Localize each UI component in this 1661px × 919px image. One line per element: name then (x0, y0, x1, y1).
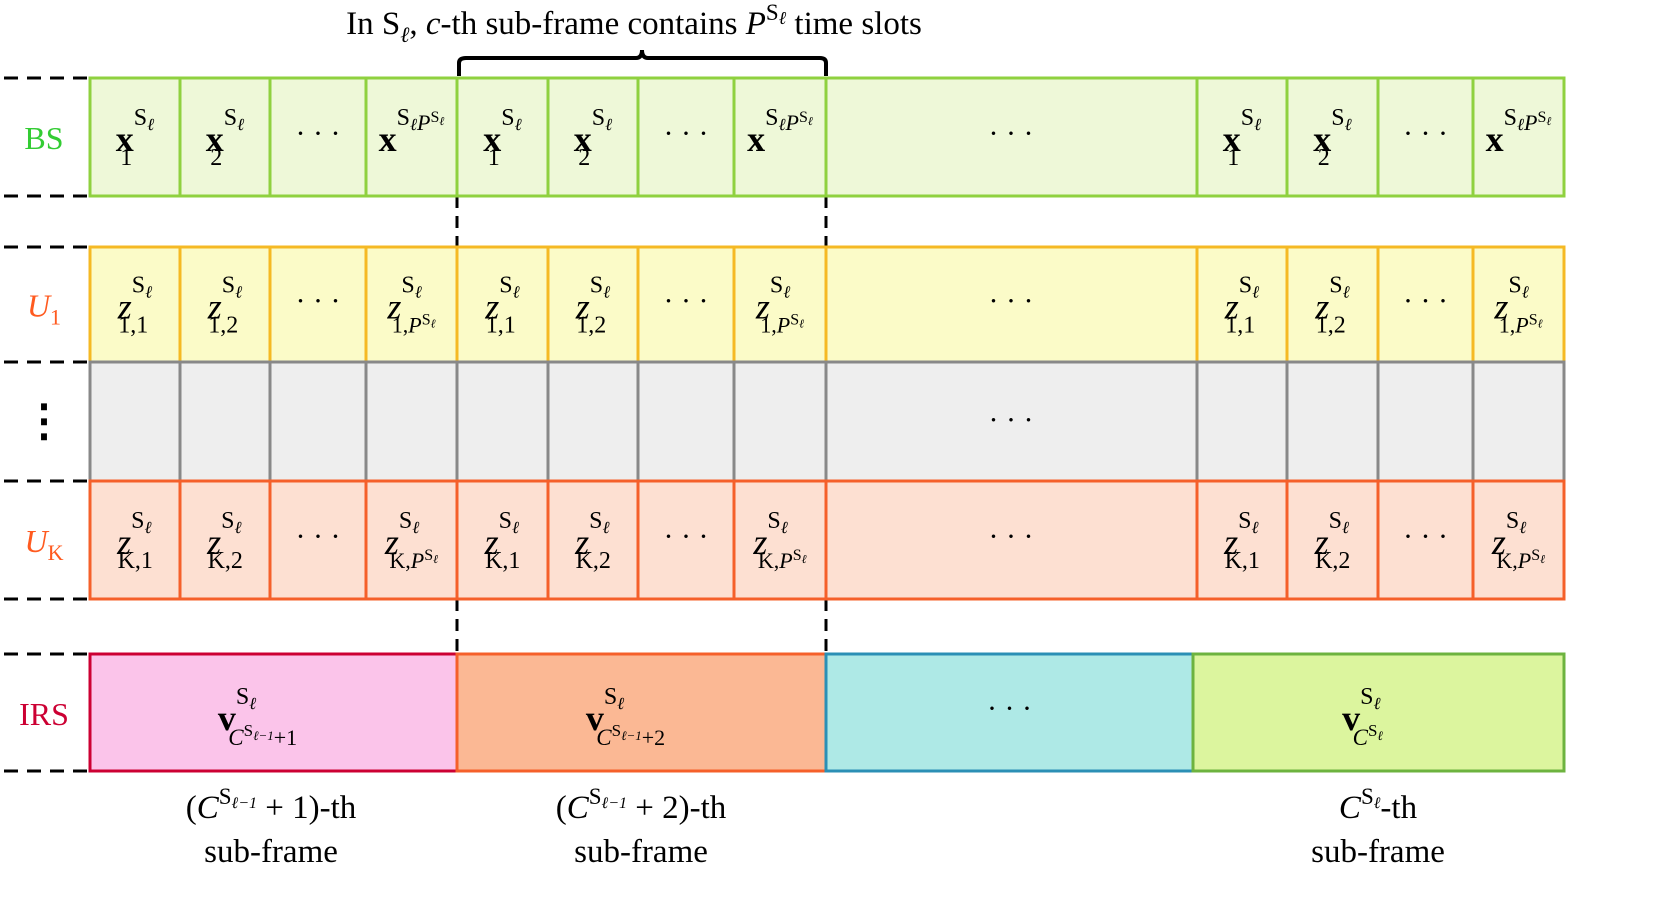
caption-2: (CSℓ−1 + 2)-th sub-frame (556, 784, 727, 870)
caption-1-line1: (CSℓ−1 + 1)-th (186, 784, 357, 826)
row-label-u1: U1 (27, 288, 61, 330)
row-dots-middle-ellipsis: · · · (989, 404, 1034, 437)
caption-3: CSℓ-th sub-frame (1311, 784, 1445, 870)
cell-u1-g3-3-ellipsis: · · · (1403, 285, 1448, 318)
caption-2-line1: (CSℓ−1 + 2)-th (556, 784, 727, 826)
caption-2-line2: sub-frame (574, 834, 708, 870)
cell-bs-g2-4: xSℓPSℓ (747, 105, 813, 159)
row-u1-middle-ellipsis: · · · (989, 285, 1034, 318)
caption-1-line2: sub-frame (204, 834, 338, 870)
cell-bs-g3-3-ellipsis: · · · (1403, 117, 1448, 150)
caption-1: (CSℓ−1 + 1)-th sub-frame (186, 784, 357, 870)
caption-3-line2: sub-frame (1311, 834, 1445, 870)
row-label-bs: BS (24, 120, 63, 156)
irs-label: IRS (19, 696, 69, 732)
irs-block-3-ellipsis: · · · (987, 692, 1032, 725)
cell-bs-g1-3-ellipsis: · · · (296, 117, 341, 150)
irs-block-1 (88, 652, 459, 773)
cell-bs-g1-4: xSℓPSℓ (379, 105, 445, 159)
row-label-dots: ⋮ (22, 397, 66, 446)
title-text: In Sℓ, c-th sub-frame contains PSℓ time … (346, 0, 922, 47)
irs-block-4 (1191, 652, 1566, 773)
cell-bs-g3-4: xSℓPSℓ (1486, 105, 1552, 159)
subframe-brace (457, 49, 828, 76)
cell-uk-g2-3-ellipsis: · · · (664, 520, 709, 553)
cell-u1-g1-3-ellipsis: · · · (296, 285, 341, 318)
irs-block-3 (824, 652, 1195, 773)
caption-3-line1: CSℓ-th (1339, 784, 1418, 826)
cell-bs-g2-3-ellipsis: · · · (664, 117, 709, 150)
row-uk-middle-ellipsis: · · · (989, 520, 1034, 553)
row-label-uk: UK (25, 523, 64, 565)
cell-uk-g3-3-ellipsis: · · · (1403, 520, 1448, 553)
row-dots: ⋮ · · · (22, 360, 1566, 483)
row-bs-middle-ellipsis: · · · (989, 117, 1034, 150)
cell-u1-g2-3-ellipsis: · · · (664, 285, 709, 318)
irs-block-2 (455, 652, 828, 773)
cell-uk-g1-3-ellipsis: · · · (296, 520, 341, 553)
